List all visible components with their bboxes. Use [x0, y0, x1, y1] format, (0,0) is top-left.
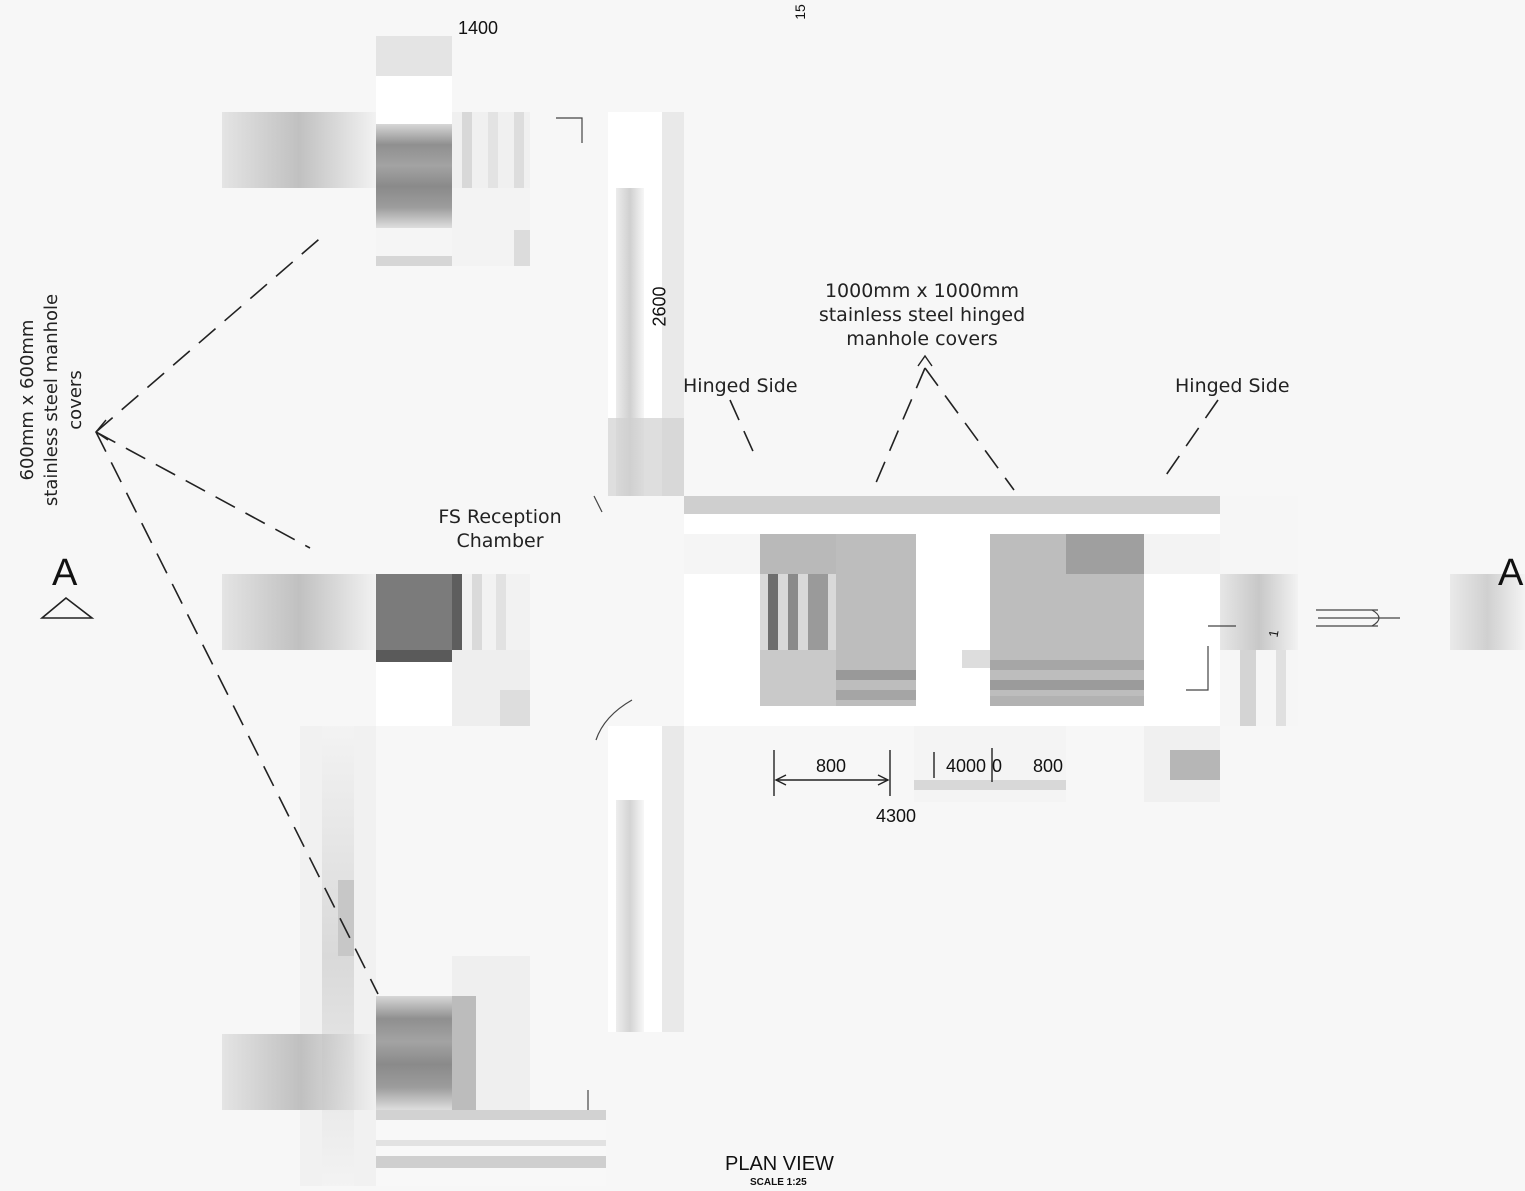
label-manhole-1000: 1000mm x 1000mm stainless steel hinged m… [800, 279, 1044, 351]
main-tank [684, 496, 1298, 802]
dimension-800-right: 800 [1033, 756, 1064, 776]
manhole-1000-line-1: 1000mm x 1000mm [824, 280, 1020, 302]
section-label-left: A [52, 552, 78, 594]
dimension-top: 1400 [458, 18, 499, 38]
dimension-0: 0 [992, 756, 1003, 776]
label-hinged-side-right: Hinged Side [1175, 375, 1290, 397]
vertical-channel [608, 112, 684, 1032]
dimension-overall: 4300 [876, 806, 917, 826]
manhole-chamber-middle [222, 574, 530, 726]
fs-reception-line-2: Chamber [456, 530, 544, 552]
dimension-lines [773, 748, 993, 796]
manhole-600-line-2: stainless steel manhole [41, 293, 62, 507]
manhole-1000-line-3: manhole covers [846, 328, 998, 350]
label-fs-reception: FS Reception Chamber [420, 505, 580, 553]
manhole-chamber-lower [222, 726, 606, 1186]
leader-lines [95, 233, 1219, 995]
dimension-vertical: 2600 [649, 286, 670, 327]
manhole-600-line-3: covers [65, 370, 86, 430]
outlet-stub [1450, 574, 1525, 650]
top-cut-text: 15 [791, 4, 808, 20]
fs-reception-line-1: FS Reception [438, 506, 562, 528]
line-details [556, 117, 1400, 1110]
drawing-scale: SCALE 1:25 [750, 1177, 807, 1188]
manhole-600-line-1: 600mm x 600mm [17, 319, 38, 481]
section-label-right: A [1498, 552, 1524, 594]
dimension-4000: 4000 [946, 756, 987, 776]
manhole-chamber-upper [222, 36, 530, 266]
label-hinged-side-left: Hinged Side [683, 375, 798, 397]
dimension-800-left: 800 [816, 756, 847, 776]
manhole-1000-line-2: stainless steel hinged [818, 304, 1026, 326]
arrow-heads [94, 354, 933, 441]
label-manhole-600: 600mm x 600mm stainless steel manhole co… [16, 290, 88, 510]
section-marker-triangle [39, 596, 95, 619]
drawing-title: PLAN VIEW [725, 1153, 834, 1175]
